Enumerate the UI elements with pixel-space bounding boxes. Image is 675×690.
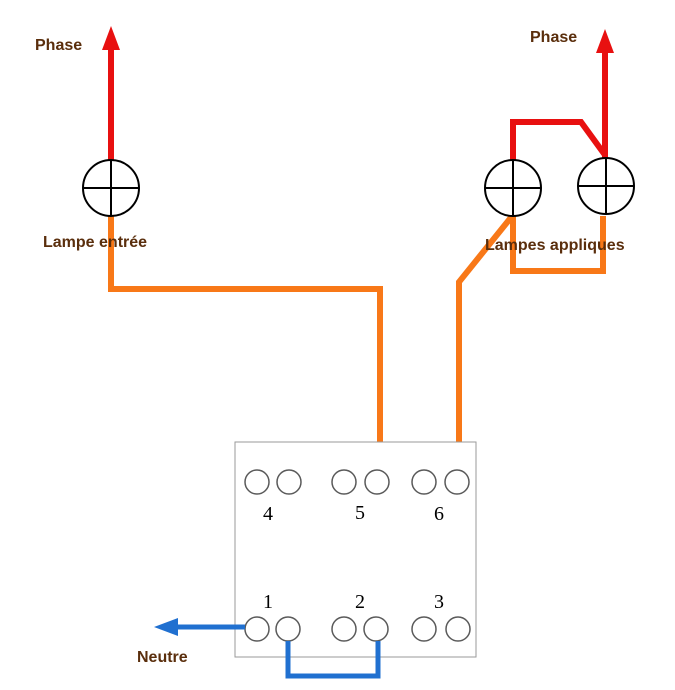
terminal-label-5: 5 [355, 502, 365, 524]
switched-wire-appliques [456, 213, 606, 470]
terminal-hole [244, 616, 270, 642]
terminal-row-bottom [244, 616, 471, 642]
lamp-applique-right-symbol [577, 157, 635, 215]
neutral-label: Neutre [137, 649, 188, 666]
terminal-hole [276, 469, 302, 495]
bridge-wire-1-2 [285, 641, 381, 679]
terminal-label-6: 6 [434, 503, 444, 525]
lamp-entry-label: Lampe entrée [43, 234, 147, 251]
terminal-label-3: 3 [434, 591, 444, 613]
phase-wire-left [102, 26, 120, 160]
terminal-hole [364, 469, 390, 495]
phase-right-label: Phase [530, 29, 577, 46]
terminal-label-4: 4 [263, 503, 273, 525]
terminal-hole [363, 616, 389, 642]
phase-left-label: Phase [35, 37, 82, 54]
lamp-applique-left-symbol [484, 159, 542, 217]
terminal-hole [275, 616, 301, 642]
terminal-hole [411, 469, 437, 495]
terminal-label-2: 2 [355, 591, 365, 613]
lamp-entry-symbol [82, 159, 140, 217]
neutral-wire [154, 618, 245, 636]
terminal-row-top [244, 469, 470, 495]
terminal-hole [445, 616, 471, 642]
lamp-applique-label: Lampes appliques [485, 237, 625, 254]
terminal-hole [444, 469, 470, 495]
phase-wire-right [510, 29, 614, 161]
switched-wire-entry [108, 216, 383, 470]
terminal-hole [411, 616, 437, 642]
terminal-hole [331, 616, 357, 642]
terminal-hole [331, 469, 357, 495]
terminal-hole [244, 469, 270, 495]
terminal-label-1: 1 [263, 591, 273, 613]
